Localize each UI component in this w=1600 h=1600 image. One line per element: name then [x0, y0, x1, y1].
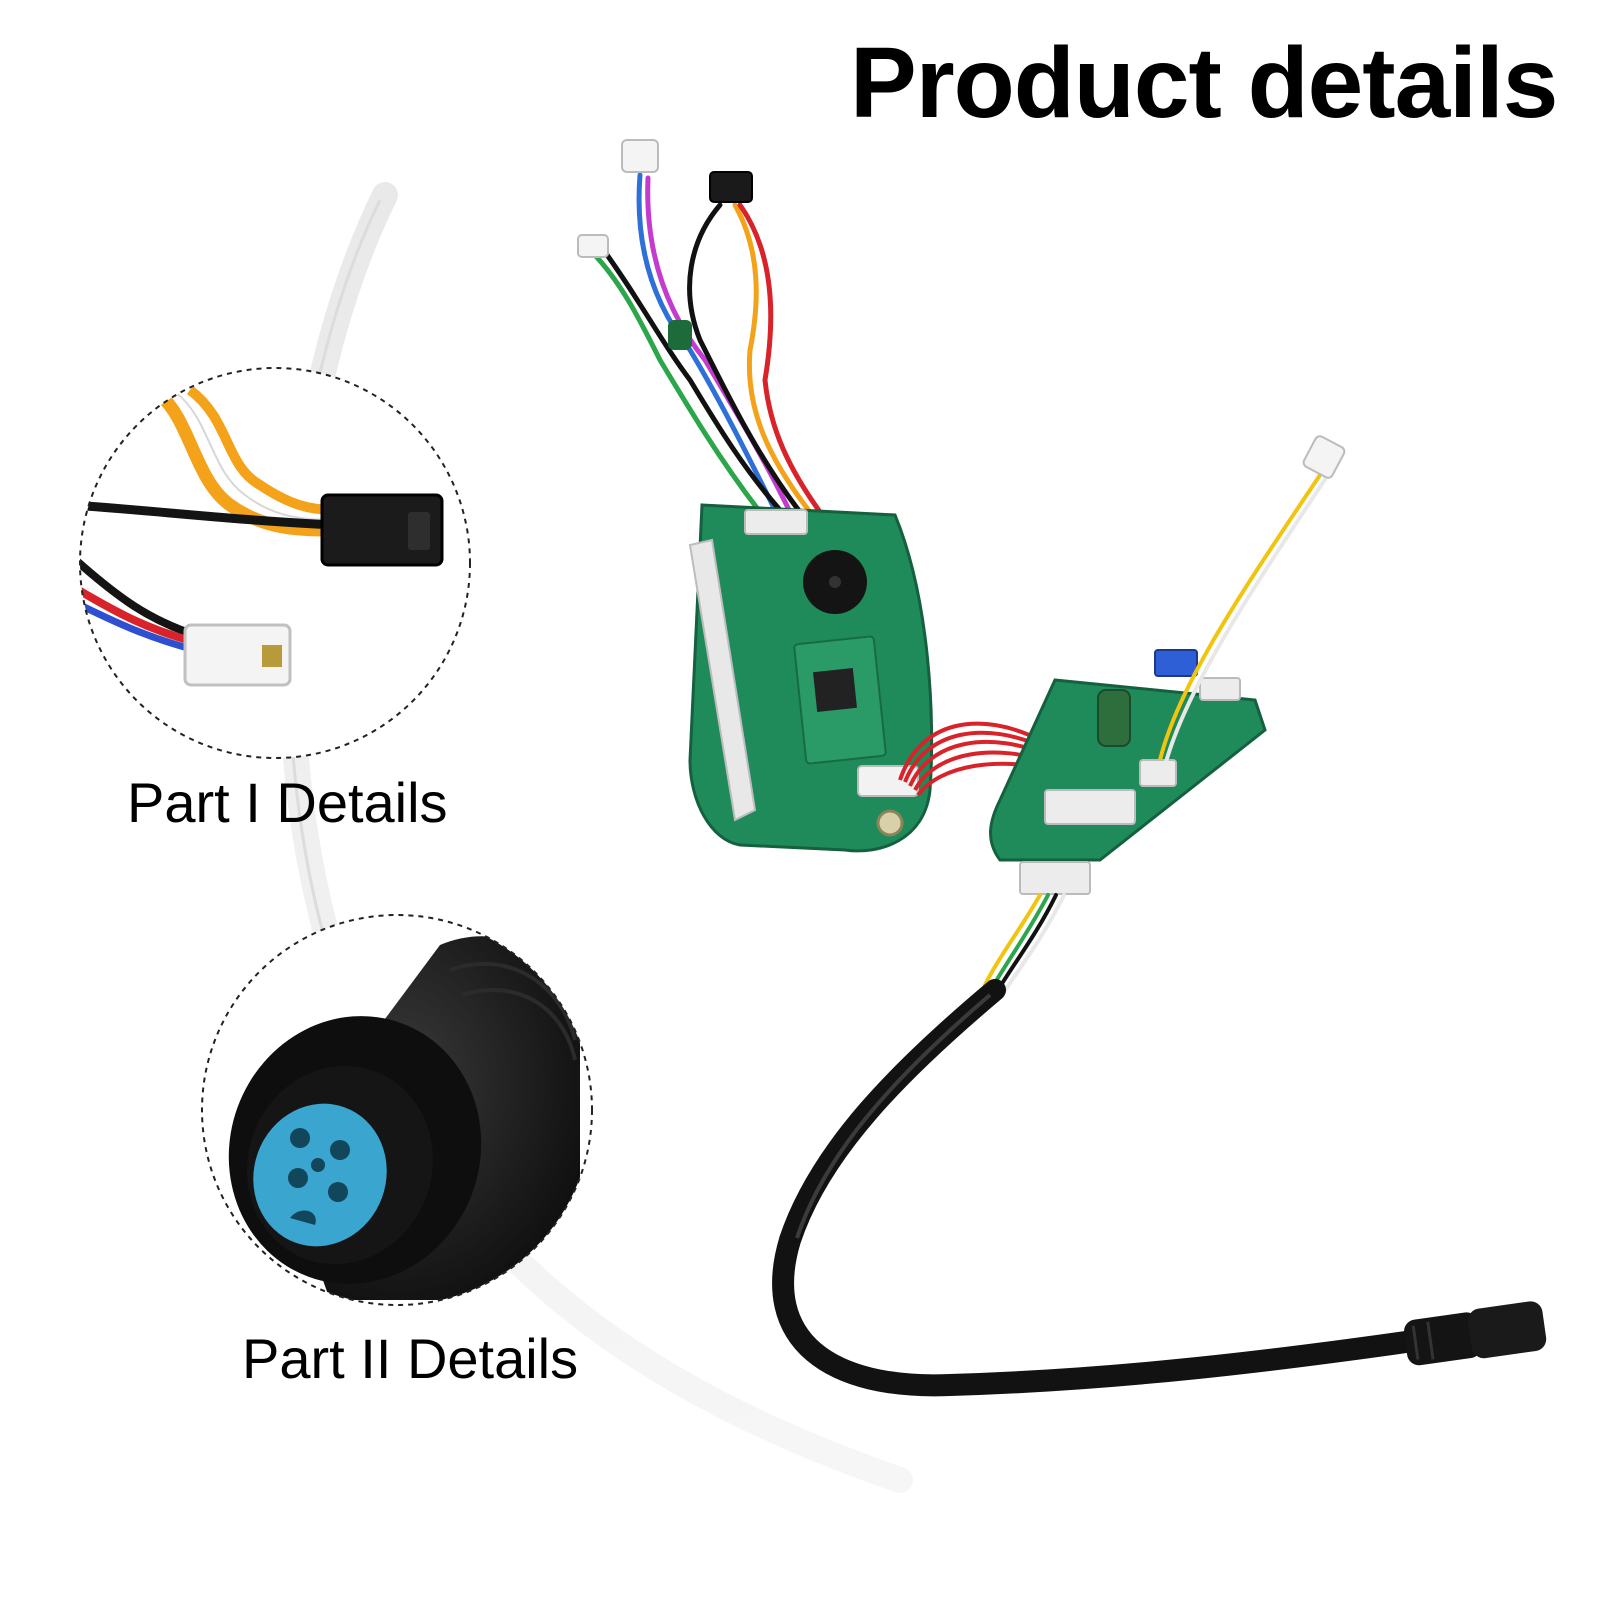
- main-cable: [772, 979, 1431, 1397]
- wiring-harness-top: [587, 172, 823, 515]
- callout-part-1: [79, 367, 471, 759]
- page-title: Product details: [850, 27, 1558, 139]
- white-3pin-connector: [183, 623, 292, 687]
- controller-pcb: [989, 649, 1267, 895]
- connector-white-right: [1302, 435, 1346, 479]
- part-2-label: Part II Details: [242, 1327, 579, 1390]
- blue-pin-insert: [253, 1103, 387, 1247]
- display-pcb: [688, 503, 934, 853]
- connector-white-top: [621, 139, 659, 173]
- part-1-label: Part I Details: [127, 771, 448, 834]
- callout-part-2: [201, 914, 593, 1306]
- end-plug: [1403, 1301, 1547, 1366]
- connector-white-left: [577, 234, 609, 258]
- connector-black-top: [709, 171, 753, 203]
